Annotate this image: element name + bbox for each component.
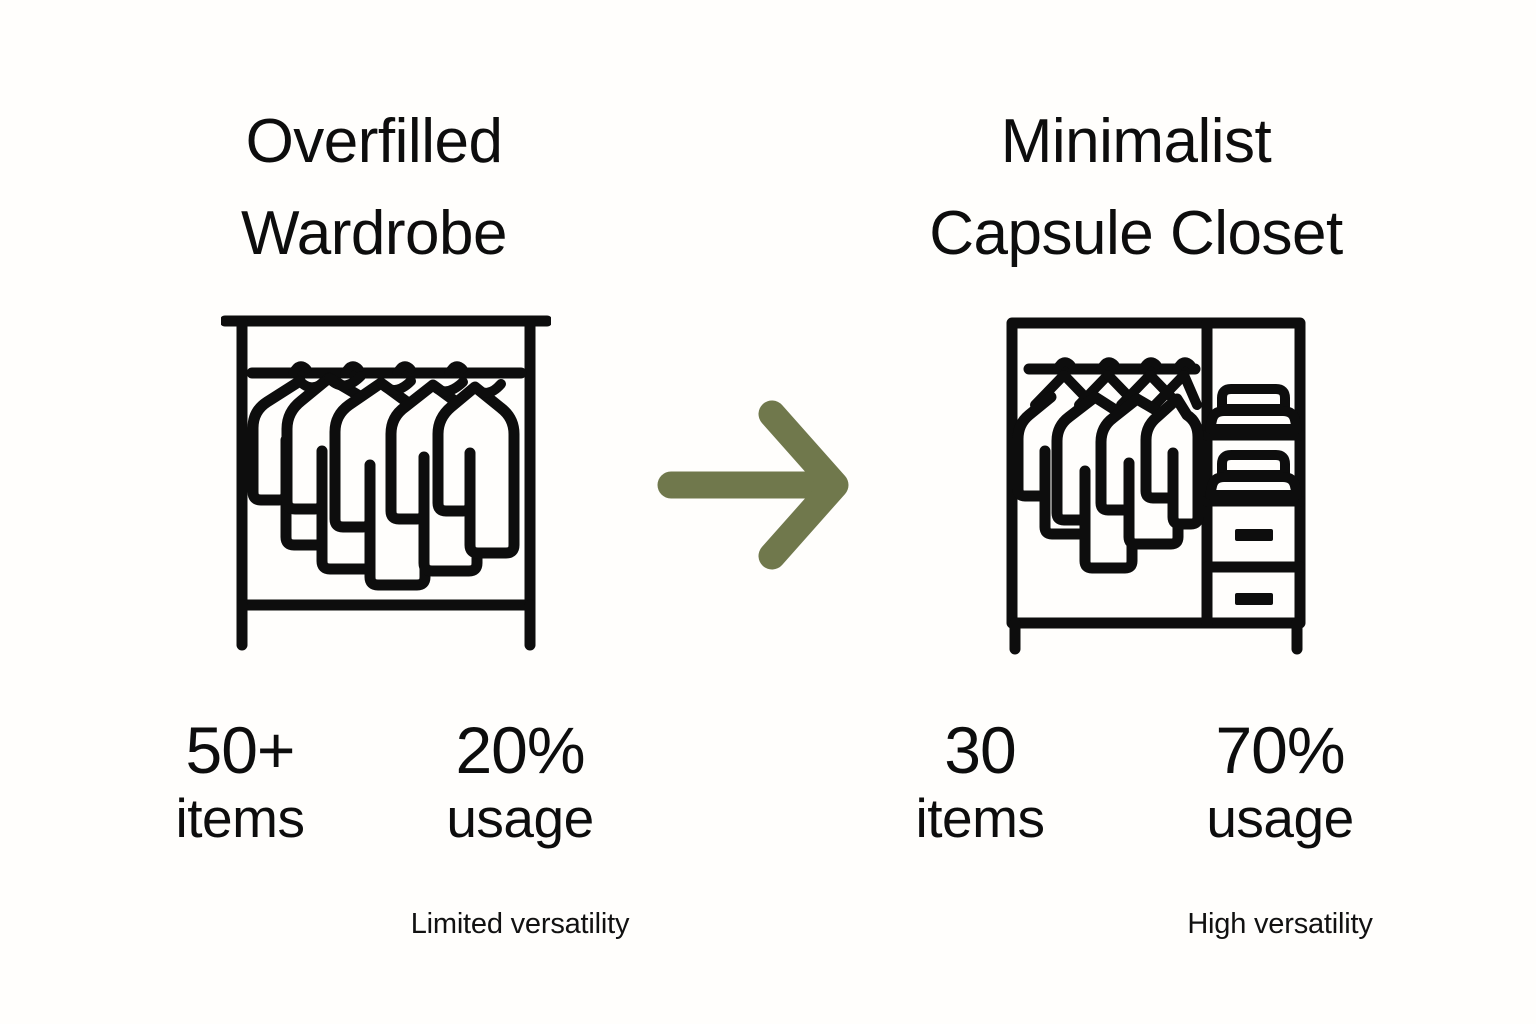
left-caption-row: Limited versatility — [100, 908, 660, 941]
right-stats-row: 30 items 70% usage — [830, 713, 1430, 852]
overfilled-clothing-rack-icon — [221, 315, 551, 651]
panel-overfilled-wardrobe: Overfilled Wardrobe — [100, 0, 660, 1024]
right-stat-items-value: 30 — [944, 713, 1016, 787]
left-stat-usage-value: 20% — [455, 713, 585, 787]
left-stat-items: 50+ items — [100, 713, 380, 852]
drawer-handles — [1235, 529, 1273, 605]
panel-minimalist-capsule-closet: Minimalist Capsule Closet — [830, 0, 1430, 1024]
left-caption: Limited versatility — [410, 908, 630, 940]
left-stats-row: 50+ items 20% usage — [100, 713, 660, 852]
left-panel-title: Overfilled Wardrobe — [241, 107, 507, 268]
right-caption-row: High versatility — [830, 908, 1430, 941]
right-stat-usage-unit: usage — [1206, 787, 1354, 850]
left-caption-spacer — [100, 908, 380, 941]
right-caption: High versatility — [1187, 908, 1373, 940]
right-caption-spacer — [830, 908, 1130, 941]
right-stat-usage: 70% usage — [1130, 713, 1430, 852]
left-icon-container — [100, 305, 666, 655]
right-stat-items: 30 items — [830, 713, 1130, 852]
capsule-wardrobe-cabinet-icon — [1006, 317, 1306, 655]
left-stat-usage: 20% usage — [380, 713, 660, 852]
right-panel-title: Minimalist Capsule Closet — [929, 107, 1343, 268]
left-stat-usage-unit: usage — [446, 787, 594, 850]
transition-arrow — [655, 398, 860, 573]
right-arrow-icon — [657, 400, 849, 570]
left-stat-items-unit: items — [175, 787, 305, 850]
right-icon-container — [830, 305, 1456, 655]
right-stat-usage-value: 70% — [1215, 713, 1345, 787]
left-stat-items-value: 50+ — [185, 713, 296, 787]
right-stat-items-unit: items — [915, 787, 1045, 850]
